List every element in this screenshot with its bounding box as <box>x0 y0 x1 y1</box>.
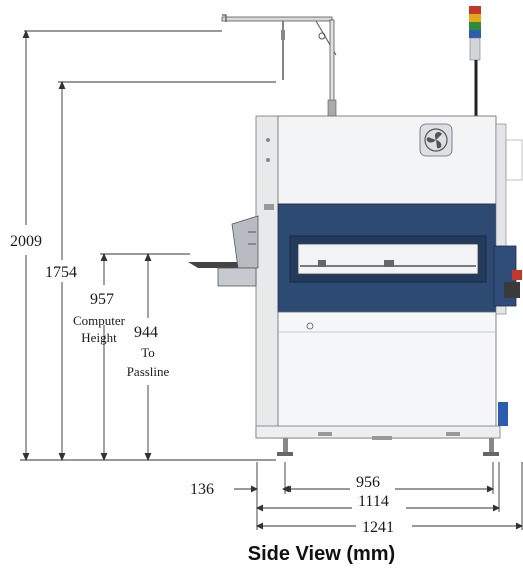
computer-tray <box>188 215 259 287</box>
diagram-caption: Side View (mm) <box>247 543 396 565</box>
dim-width-1241: 1241 <box>362 519 394 536</box>
dim-overall-height: 2009 <box>10 233 42 250</box>
dim-offset-136: 136 <box>190 481 214 498</box>
dim-passline: 944 <box>134 324 158 341</box>
passline-label-1: To <box>141 345 155 360</box>
dim-width-956: 956 <box>356 474 380 491</box>
dimension-lines <box>20 29 276 462</box>
fan-logo-icon <box>419 123 453 157</box>
monitor-arm <box>221 14 337 119</box>
width-dimension-lines <box>234 462 523 530</box>
dim-height-1754: 1754 <box>45 264 77 281</box>
dim-computer-height: 957 <box>90 291 114 308</box>
computer-height-label-2: Height <box>81 330 117 345</box>
passline-label-2: Passline <box>127 364 170 379</box>
dim-width-1114: 1114 <box>358 493 389 510</box>
machine-body <box>255 115 523 456</box>
signal-tower-icon <box>469 6 481 116</box>
computer-height-label-1: Computer <box>73 313 126 328</box>
